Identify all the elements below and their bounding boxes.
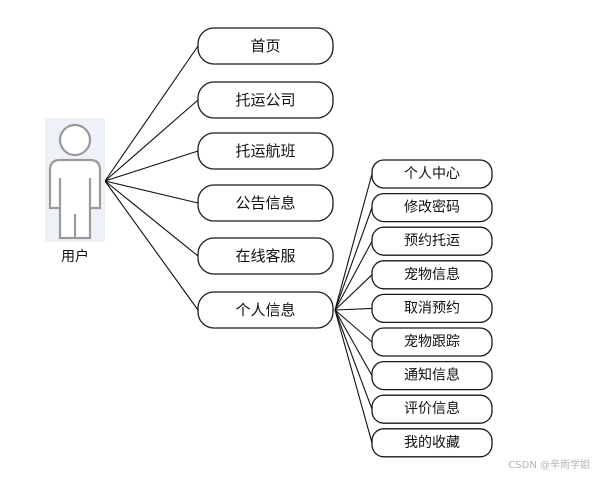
connector-lines [104,45,373,443]
subitem-label: 预约托运 [404,233,460,249]
actor-label: 用户 [61,248,89,265]
function-label: 公告信息 [235,194,295,212]
subitem-label: 修改密码 [404,199,460,216]
info-to-subitem-line [334,309,373,410]
function-label: 托运航班 [235,142,295,160]
function-box [197,237,334,275]
function-node: 托运公司 [197,81,334,119]
subitem-node: 修改密码 [371,192,493,223]
subitem-label: 宠物跟踪 [404,334,460,350]
subitem-box [371,394,493,424]
subitem-node: 评价信息 [371,394,493,424]
function-node: 在线客服 [197,237,334,275]
function-box [197,27,334,65]
subitem-label: 评价信息 [404,400,460,417]
subitem-label: 我的收藏 [404,435,460,451]
subitem-node: 预约托运 [371,226,493,256]
function-node: 托运航班 [197,132,334,170]
user-actor: 用户 [45,118,105,265]
info-to-subitem-line [334,309,373,343]
subitem-node: 通知信息 [371,360,493,391]
actor-to-function-line [104,45,199,182]
actor-to-function-line [104,180,199,204]
subitem-box [371,327,493,357]
actor-head-icon [58,123,92,157]
subitem-box [371,159,493,189]
actor-to-function-line [104,180,199,311]
actor-body-icon [48,158,102,240]
function-label: 托运公司 [235,91,295,109]
info-to-subitem-line [334,207,373,311]
subitem-box [371,293,493,324]
actor-to-function-line [104,180,199,257]
subitem-box [371,192,493,223]
function-node: 个人信息 [197,291,334,329]
actor-to-function-line [104,150,199,182]
function-label: 在线客服 [235,247,295,265]
actor-to-function-line [104,99,199,182]
function-node: 首页 [197,27,334,65]
info-to-subitem-line [334,274,373,311]
watermark: CSDN @辛雨学姐 [508,460,590,471]
subitem-node: 取消预约 [371,293,493,324]
subitem-box [371,360,493,391]
subitem-label: 取消预约 [404,300,460,316]
subitem-label: 个人中心 [404,166,460,182]
subitem-box [371,260,493,290]
info-to-subitem-line [334,173,373,311]
function-box [197,81,334,119]
function-label: 个人信息 [235,301,295,319]
info-to-subitem-line [334,309,373,443]
function-box [197,291,334,329]
subitem-node: 我的收藏 [371,428,493,458]
subitem-box [371,428,493,458]
function-box [197,184,334,222]
subitem-node: 宠物跟踪 [371,327,493,357]
subitem-label: 宠物信息 [404,266,460,283]
function-node: 公告信息 [197,184,334,222]
function-label: 首页 [250,37,280,55]
subitem-label: 通知信息 [404,367,460,384]
info-to-subitem-line [334,307,373,311]
info-to-subitem-line [334,240,373,311]
subitem-box [371,226,493,256]
info-to-subitem-line [334,309,373,376]
subitem-node: 个人中心 [371,159,493,189]
subitem-node: 宠物信息 [371,260,493,290]
function-box [197,132,334,170]
